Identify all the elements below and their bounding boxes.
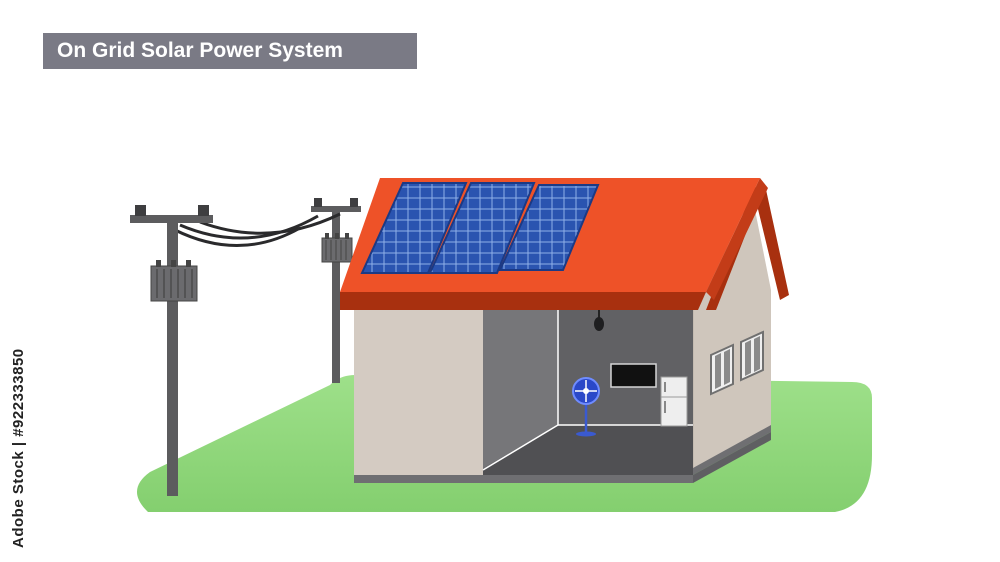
fan-icon (572, 377, 600, 437)
tv-icon (610, 363, 657, 388)
window-icon (740, 330, 764, 382)
power-lines (174, 212, 341, 247)
front-wall (354, 310, 483, 475)
transformer-icon (150, 260, 198, 302)
solar-panel-icon (360, 182, 600, 274)
utility-pole-icon (311, 198, 361, 383)
utility-pole-icon (130, 205, 213, 496)
window-icon (710, 343, 734, 396)
refrigerator-icon (660, 376, 688, 427)
transformer-icon (321, 233, 353, 263)
light-bulb-icon (594, 310, 604, 331)
title-label: On Grid Solar Power System (43, 33, 417, 69)
